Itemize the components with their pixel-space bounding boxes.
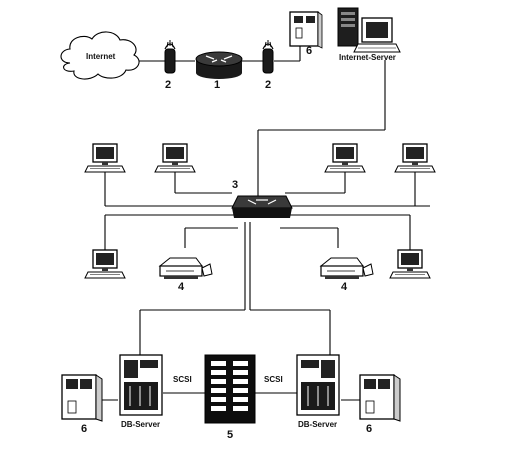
scsi-left-label: SCSI <box>173 375 192 384</box>
workstation-2-icon <box>154 143 196 173</box>
backup-right-number: 6 <box>366 423 373 435</box>
db-server-left-label: DB-Server <box>121 420 161 429</box>
backup-left-icon <box>61 374 103 422</box>
firewall-right-icon <box>262 39 274 74</box>
hub-icon <box>231 195 293 218</box>
firewall-right-number: 2 <box>265 79 272 91</box>
printer-right-number: 4 <box>341 281 348 293</box>
printer-right-icon <box>320 257 374 280</box>
printer-left-number: 4 <box>178 281 185 293</box>
backup-top-number: 6 <box>306 45 313 57</box>
router-number: 1 <box>214 79 221 91</box>
workstation-3-icon <box>324 143 366 173</box>
db-server-left-icon <box>119 354 163 416</box>
internet-cloud-icon <box>60 31 140 80</box>
storage-array-icon <box>204 354 256 424</box>
printer-left-icon <box>159 257 213 280</box>
workstation-4-icon <box>394 143 436 173</box>
internet-label: Internet <box>86 52 116 61</box>
scsi-right-label: SCSI <box>264 375 283 384</box>
storage-array-number: 5 <box>227 429 234 441</box>
internet-server-icon <box>289 7 401 53</box>
firewall-left-number: 2 <box>165 79 172 91</box>
db-server-right-icon <box>296 354 340 416</box>
firewall-left-icon <box>164 39 176 74</box>
workstation-6-icon <box>389 249 431 279</box>
workstation-5-icon <box>84 249 126 279</box>
connection-lines <box>98 46 430 401</box>
backup-left-number: 6 <box>81 423 88 435</box>
internet-server-label: Internet-Server <box>339 53 396 62</box>
db-server-right-label: DB-Server <box>298 420 338 429</box>
backup-right-icon <box>359 374 401 422</box>
hub-number: 3 <box>232 179 239 191</box>
workstation-1-icon <box>84 143 126 173</box>
router-icon <box>195 51 243 79</box>
